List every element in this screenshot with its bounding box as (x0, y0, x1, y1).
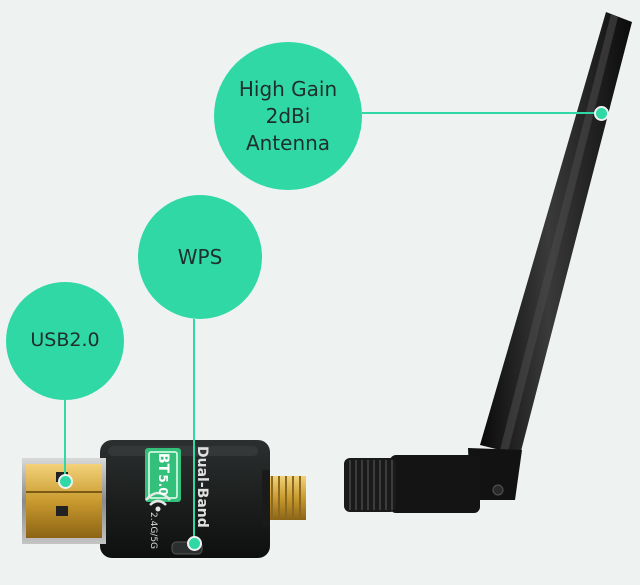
adapter-body (100, 440, 270, 558)
bt-badge (145, 448, 181, 502)
antenna-callout-line (362, 112, 602, 114)
antenna-callout-line-3: Antenna (245, 130, 331, 155)
antenna-callout-line-2: 2dBi (265, 103, 311, 128)
wps-callout-dot (187, 536, 202, 551)
antenna-joint (468, 448, 522, 500)
wifi-icon (145, 491, 171, 506)
bt-badge-bottom-label: 5.0 (156, 474, 170, 496)
antenna-callout-dot (594, 106, 609, 121)
antenna-base (390, 455, 480, 513)
wps-callout-label: WPS (177, 244, 223, 269)
usb-callout-dot (58, 474, 73, 489)
antenna-callout: High Gain 2dBi Antenna (214, 42, 362, 190)
wps-callout-line (193, 319, 195, 544)
usb-callout: USB2.0 (6, 282, 124, 400)
antenna-callout-line-1: High Gain (238, 76, 338, 101)
dual-band-label: Dual-Band (194, 446, 210, 528)
band-label: 2.4G/5G (148, 512, 158, 550)
wps-callout: WPS (138, 195, 262, 319)
usb-callout-label: USB2.0 (30, 329, 100, 352)
usb-callout-line (64, 400, 66, 480)
